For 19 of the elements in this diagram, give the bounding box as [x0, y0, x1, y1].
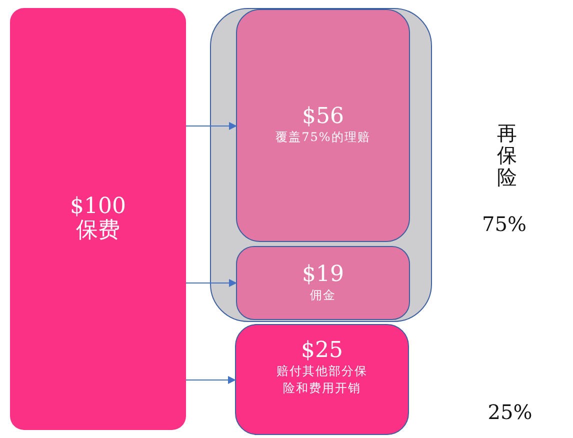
reinsurance-group [210, 8, 432, 322]
description-label: 赔付其他部分保险和费用开销 [276, 363, 368, 397]
description-label: 覆盖75%的理赔 [276, 129, 370, 146]
description-label: 保费 [76, 219, 120, 244]
premium-box [10, 8, 186, 430]
amount-label: $25 [301, 339, 343, 364]
amount-label: $19 [302, 262, 344, 287]
expense-box [235, 324, 409, 435]
commission-box [236, 246, 410, 320]
amount-label: $100 [70, 194, 126, 219]
side-label: 再保险 [497, 122, 517, 188]
side-label: 25% [486, 400, 534, 424]
arrow [186, 279, 237, 287]
amount-label: $56 [302, 105, 344, 130]
arrow [186, 122, 237, 130]
side-label: 75% [482, 212, 526, 236]
description-label: 佣金 [310, 286, 336, 304]
arrow [186, 376, 236, 384]
claims-box [236, 9, 410, 242]
